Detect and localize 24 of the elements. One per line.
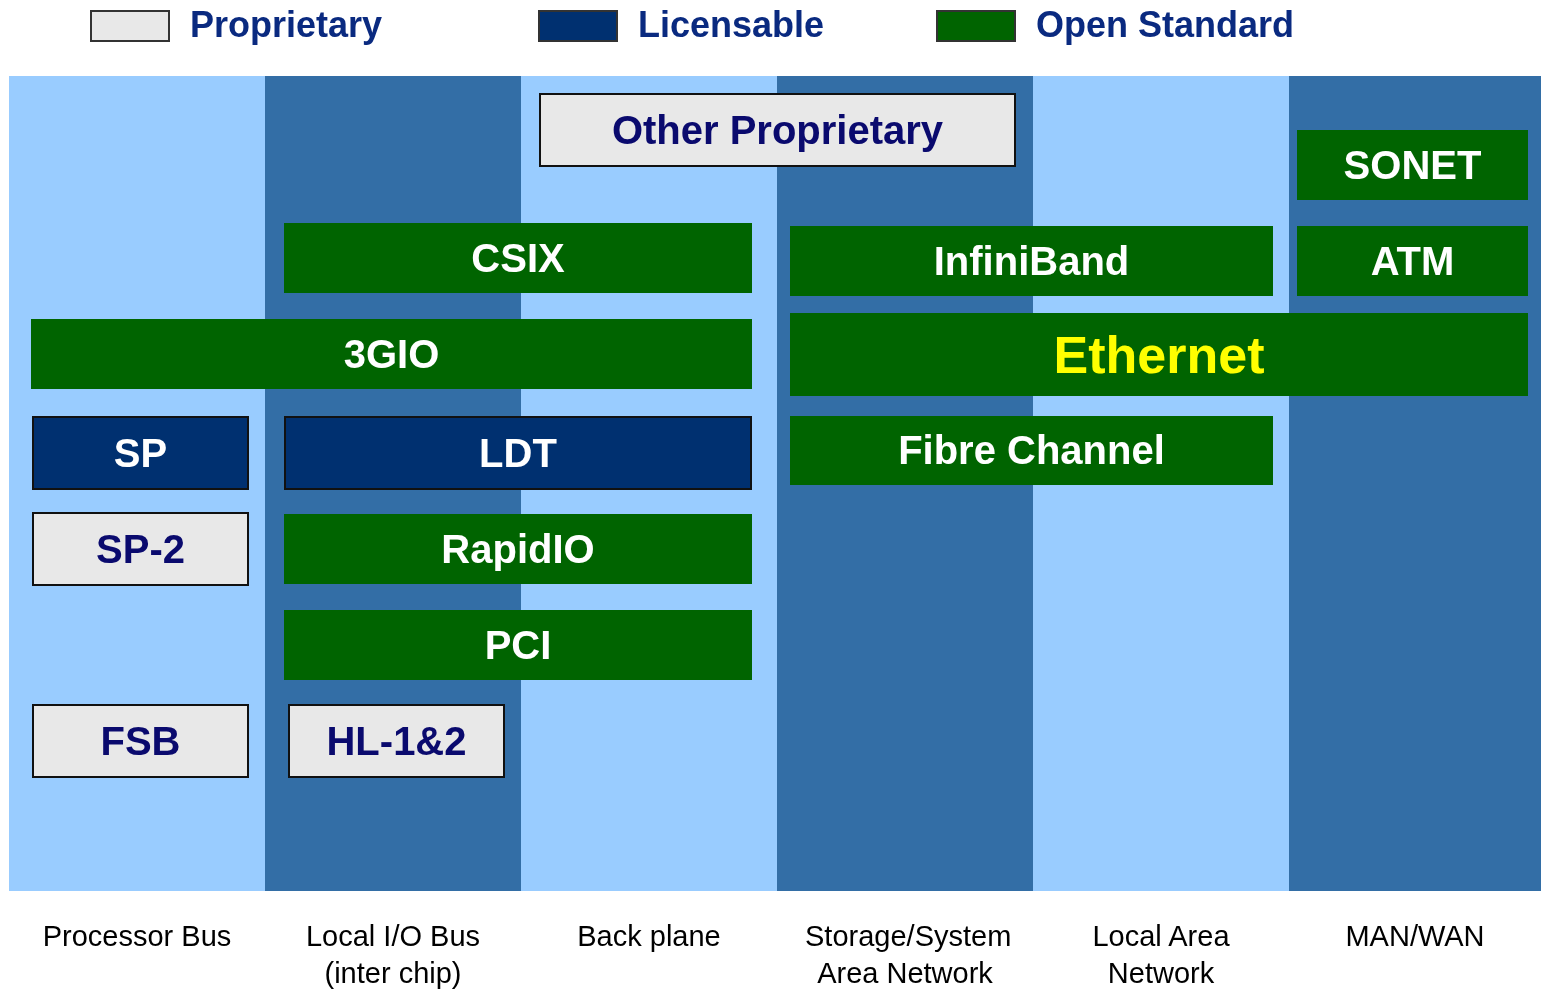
protocol-box: LDT: [284, 416, 752, 490]
protocol-box: Fibre Channel: [790, 416, 1273, 485]
protocol-box: FSB: [32, 704, 249, 778]
protocol-box: CSIX: [284, 223, 752, 293]
column-label: Storage/System Area Network: [804, 919, 1013, 991]
legend-label: Licensable: [638, 4, 825, 46]
protocol-box: 3GIO: [31, 319, 752, 389]
legend-label: Proprietary: [190, 4, 383, 46]
column-label: Local Area Network: [1091, 919, 1231, 991]
protocol-box: HL-1&2: [288, 704, 505, 778]
protocol-box: SP-2: [32, 512, 249, 586]
protocol-box: SONET: [1297, 130, 1528, 200]
column-label: MAN/WAN: [1344, 919, 1486, 954]
protocol-box: Other Proprietary: [539, 93, 1016, 167]
protocol-box: ATM: [1297, 226, 1528, 296]
legend-label: Open Standard: [1036, 4, 1295, 46]
protocol-box: Ethernet: [790, 313, 1528, 396]
column-label: Processor Bus: [41, 919, 233, 954]
column-label: Local I/O Bus (inter chip): [304, 919, 482, 991]
protocol-box: SP: [32, 416, 249, 490]
protocol-box: InfiniBand: [790, 226, 1273, 296]
protocol-box: PCI: [284, 610, 752, 680]
column-label: Back plane: [576, 919, 722, 954]
protocol-box: RapidIO: [284, 514, 752, 584]
